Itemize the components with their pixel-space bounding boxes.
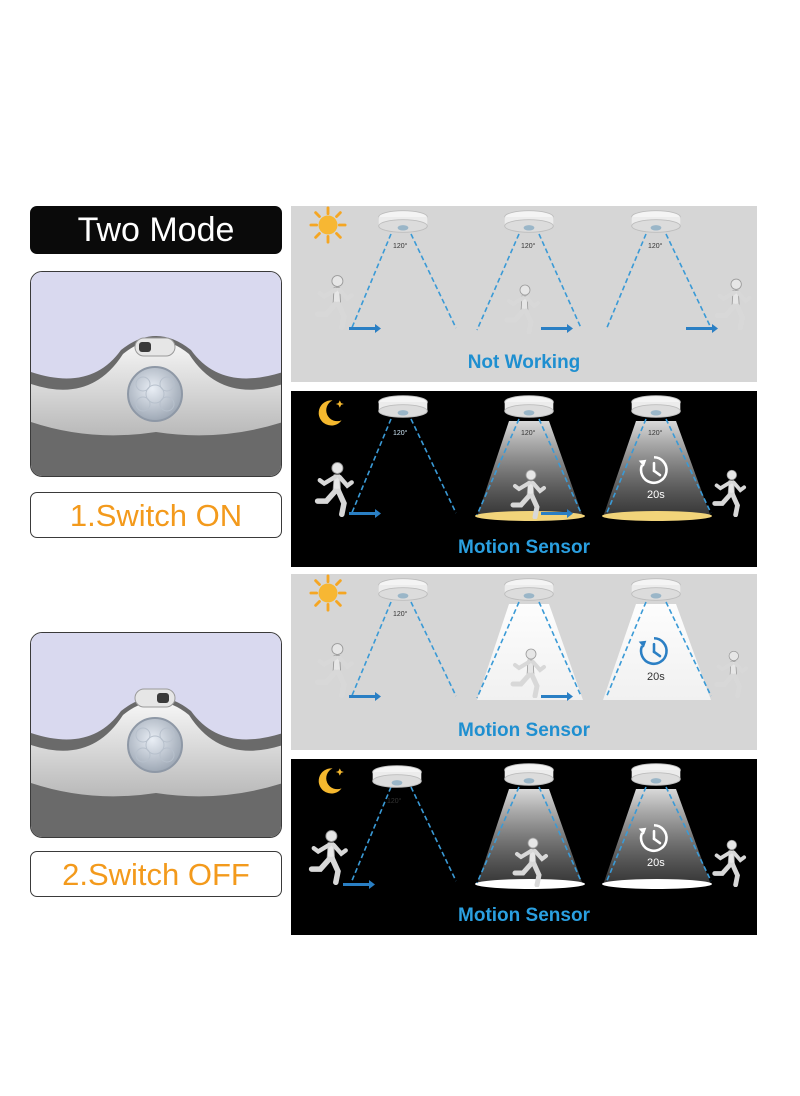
moon-icon — [318, 400, 344, 426]
panel-night-switch-on: 120° 120° 120° 20s Motion Sensor — [291, 391, 757, 567]
walking-person-icon — [318, 463, 352, 515]
mode-label-switch-on: 1.Switch ON — [30, 492, 282, 538]
svg-text:120°: 120° — [521, 242, 536, 250]
svg-text:20s: 20s — [647, 857, 665, 869]
panel-caption: Motion Sensor — [458, 905, 590, 926]
sun-icon — [309, 574, 347, 612]
ceiling-light-icon — [631, 395, 681, 418]
mode-title: Two Mode — [30, 206, 282, 254]
walking-person-icon — [312, 831, 346, 883]
ceiling-light-icon — [378, 395, 428, 418]
svg-text:120°: 120° — [648, 429, 663, 437]
svg-text:20s: 20s — [647, 671, 665, 683]
svg-text:120°: 120° — [393, 429, 408, 437]
ceiling-light-icon — [631, 763, 681, 786]
panel-night-switch-off: 120° 20s Motion Sensor — [291, 759, 757, 935]
svg-text:120°: 120° — [648, 242, 663, 250]
panel-caption: Not Working — [467, 352, 581, 373]
panel-caption: Motion Sensor — [458, 720, 590, 741]
walking-person-icon — [318, 276, 352, 328]
walking-person-icon — [507, 285, 538, 332]
walking-person-icon — [717, 651, 746, 696]
svg-text:120°: 120° — [393, 242, 408, 250]
svg-text:120°: 120° — [521, 429, 536, 437]
svg-text:120°: 120° — [393, 610, 408, 618]
walking-person-icon — [717, 279, 749, 328]
walking-person-icon — [715, 840, 744, 885]
panel-day-switch-on: 120° 120° 120° Not Working — [291, 206, 757, 382]
svg-text:20s: 20s — [647, 489, 665, 501]
ceiling-light-icon — [631, 578, 681, 601]
walking-person-icon — [715, 470, 744, 515]
mode-label-switch-off: 2.Switch OFF — [30, 851, 282, 897]
device-photo-switch-on — [30, 271, 282, 477]
ceiling-light-icon — [372, 765, 422, 788]
ceiling-light-icon — [504, 210, 554, 233]
device-photo-switch-off — [30, 632, 282, 838]
moon-icon — [318, 768, 344, 794]
ceiling-light-icon — [631, 210, 681, 233]
ceiling-light-icon — [504, 395, 554, 418]
ceiling-light-icon — [504, 578, 554, 601]
ceiling-light-icon — [378, 210, 428, 233]
sun-icon — [309, 206, 347, 244]
ceiling-light-icon — [504, 763, 554, 786]
ceiling-light-icon — [378, 578, 428, 601]
svg-text:120°: 120° — [387, 797, 402, 805]
walking-person-icon — [318, 644, 352, 696]
panel-day-switch-off: 120° 20s Motion Sensor — [291, 574, 757, 750]
panel-caption: Motion Sensor — [458, 537, 590, 558]
